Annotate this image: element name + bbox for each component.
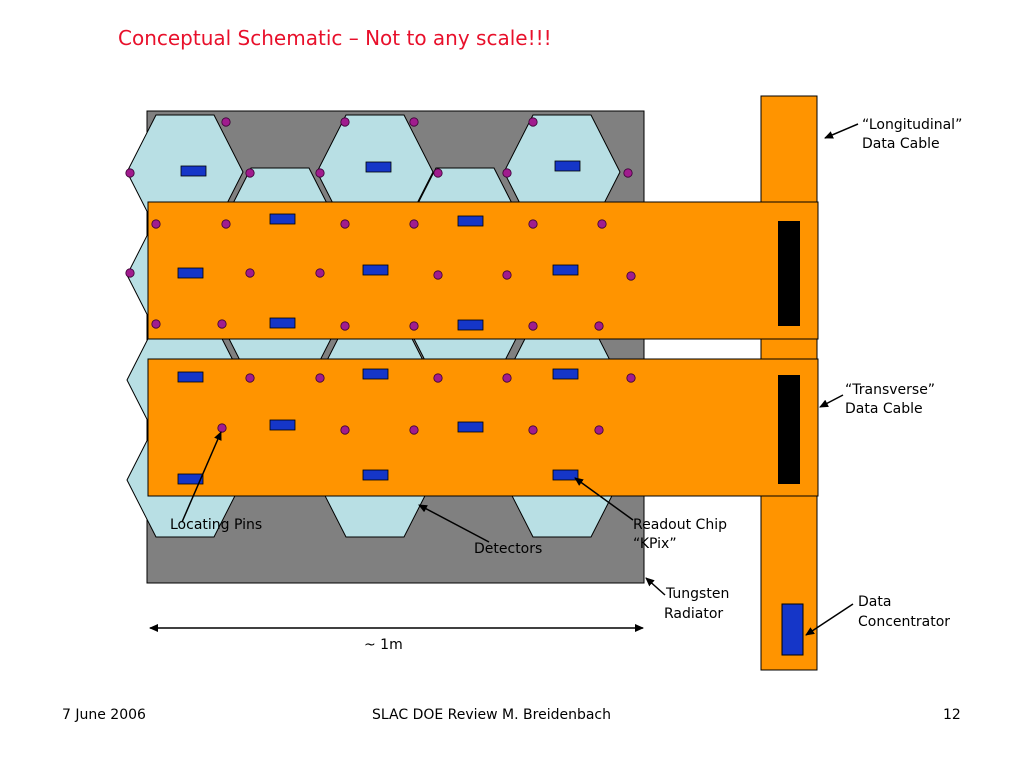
locating-pin	[433, 373, 443, 383]
page-number: 12	[943, 707, 961, 723]
locating-pin	[502, 270, 512, 280]
readout-chip	[552, 264, 579, 276]
locating-pin	[409, 117, 419, 127]
locating-pin	[217, 423, 227, 433]
readout-chip	[269, 213, 296, 225]
footer-date: 7 June 2006	[62, 707, 146, 723]
readout-chip	[362, 469, 389, 481]
transverse-cable-arrow	[819, 394, 844, 408]
locating-pin	[433, 270, 443, 280]
locating-pin	[626, 271, 636, 281]
readout-chip	[457, 421, 484, 433]
cable-connector-lower	[778, 375, 800, 484]
locating-pin	[340, 117, 350, 127]
locating-pin	[315, 168, 325, 178]
locating-pin	[151, 319, 161, 329]
scale-label: ~ 1m	[364, 637, 403, 653]
locating-pin	[502, 373, 512, 383]
longitudinal-cable-label: “Longitudinal” Data Cable	[862, 117, 967, 152]
cable-connector-upper	[778, 221, 800, 326]
footer-center: SLAC DOE Review M. Breidenbach	[372, 707, 612, 723]
readout-chip	[552, 469, 579, 481]
readout-chip	[362, 368, 389, 380]
detectors-arrow	[418, 504, 490, 543]
readout-chip	[269, 419, 296, 431]
locating-pin	[151, 219, 161, 229]
readout-chip	[362, 264, 389, 276]
locating-pin	[528, 425, 538, 435]
readout-chip	[177, 371, 204, 383]
locating-pin	[340, 219, 350, 229]
locating-pin	[125, 268, 135, 278]
detectors-label: Detectors	[474, 541, 542, 557]
locating-pin	[626, 373, 636, 383]
locating-pin	[409, 425, 419, 435]
locating-pin	[217, 319, 227, 329]
readout-chip	[177, 473, 204, 485]
transverse-cable-label: “Transverse” Data Cable	[845, 382, 940, 417]
data-concentrator-arrow	[805, 603, 854, 636]
readout-chip	[457, 319, 484, 331]
locating-pins-arrow	[181, 431, 222, 523]
locating-pin	[245, 268, 255, 278]
tungsten-radiator-arrow	[645, 577, 666, 596]
readout-chip	[180, 165, 207, 177]
slide-title: Conceptual Schematic – Not to any scale!…	[118, 26, 552, 50]
readout-chip-label: Readout Chip “KPix”	[633, 517, 731, 552]
locating-pin	[409, 219, 419, 229]
locating-pins	[125, 117, 636, 435]
locating-pin	[528, 219, 538, 229]
locating-pin	[315, 268, 325, 278]
locating-pin	[433, 168, 443, 178]
locating-pin	[528, 117, 538, 127]
locating-pin	[221, 219, 231, 229]
locating-pin	[340, 321, 350, 331]
locating-pin	[528, 321, 538, 331]
locating-pin	[340, 425, 350, 435]
locating-pin	[245, 168, 255, 178]
locating-pin	[597, 219, 607, 229]
readout-chip	[457, 215, 484, 227]
longitudinal-cable-arrow	[824, 123, 859, 139]
data-concentrator	[781, 603, 804, 656]
readout-chip-arrow	[574, 477, 634, 521]
readout-chip	[552, 368, 579, 380]
locating-pin	[502, 168, 512, 178]
data-concentrator-label: Data Concentrator	[858, 594, 950, 630]
locating-pins-label: Locating Pins	[170, 517, 262, 533]
readout-chip	[554, 160, 581, 172]
locating-pin	[409, 321, 419, 331]
readout-chip	[177, 267, 204, 279]
tungsten-radiator-label: Tungsten Radiator	[664, 586, 734, 622]
locating-pin	[623, 168, 633, 178]
readout-chip	[365, 161, 392, 173]
locating-pin	[594, 321, 604, 331]
locating-pin	[315, 373, 325, 383]
readout-chip	[269, 317, 296, 329]
locating-pin	[125, 168, 135, 178]
locating-pin	[245, 373, 255, 383]
readout-chips	[177, 160, 581, 485]
locating-pin	[594, 425, 604, 435]
locating-pin	[221, 117, 231, 127]
